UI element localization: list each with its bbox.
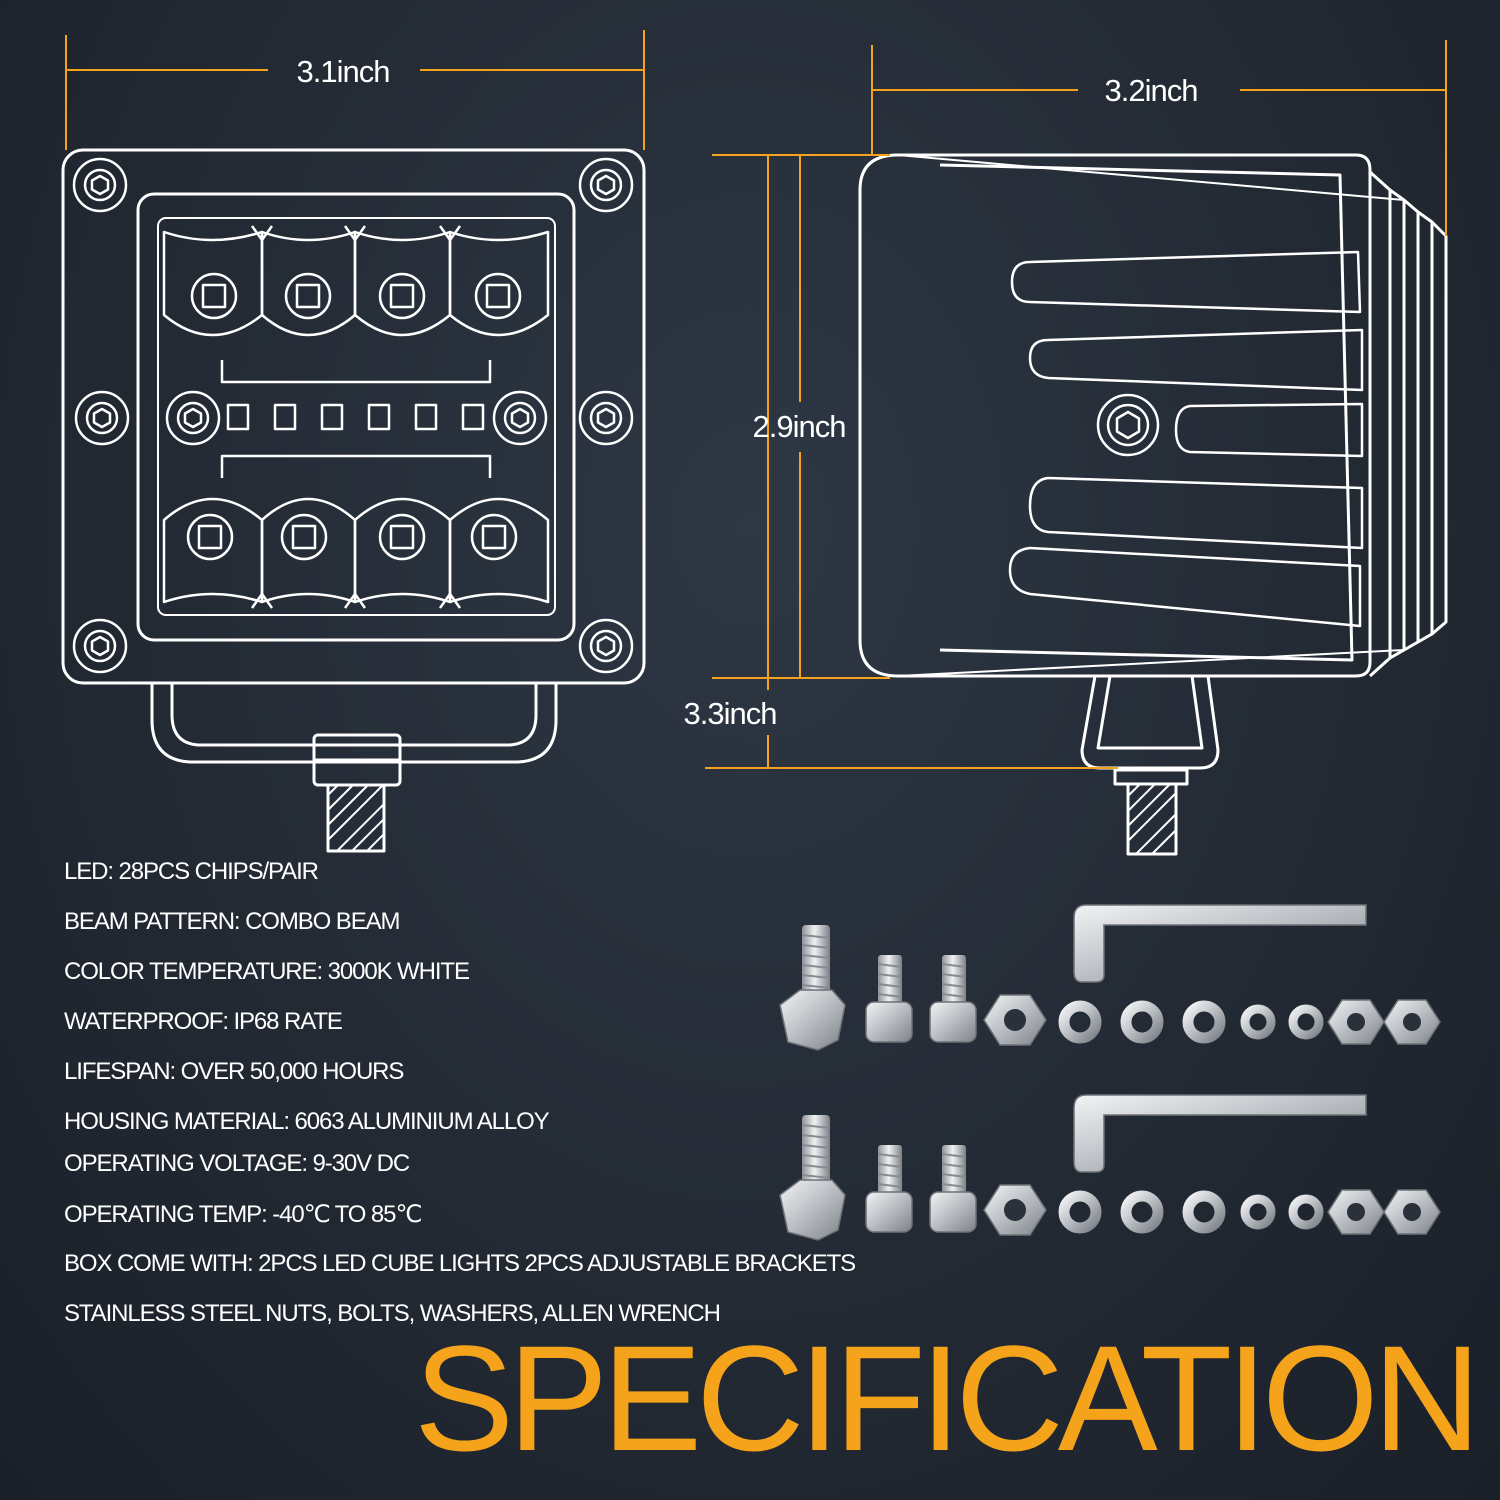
spec-line: WATERPROOF: IP68 RATE — [64, 1008, 343, 1035]
front-view-light — [61, 148, 646, 853]
spec-line: OPERATING TEMP: -40℃ TO 85℃ — [64, 1201, 422, 1228]
bottom-reflector-row — [162, 497, 550, 609]
hex-nut-icon — [983, 1184, 1047, 1236]
hex-bolt-icon — [779, 1115, 846, 1241]
side-view-light — [858, 153, 1448, 856]
dimension-label-front-width: 3.1inch — [297, 54, 390, 89]
lock-washer-icons — [1240, 1194, 1324, 1230]
hardware-set-1 — [779, 904, 1441, 1051]
socket-screw-icon — [865, 1145, 913, 1233]
center-led-strip — [220, 360, 492, 478]
corner-bolt-icons — [72, 157, 634, 674]
socket-screw-icon — [929, 1145, 977, 1233]
spec-line: HOUSING MATERIAL: 6063 ALUMINIUM ALLOY — [64, 1108, 550, 1135]
dimension-label-overall-height: 3.3inch — [684, 696, 777, 731]
heat-sink-slots — [1008, 250, 1364, 628]
top-reflector-row — [162, 225, 550, 337]
dimension-label-side-depth: 3.2inch — [1105, 73, 1198, 108]
side-hex-bolt-icon — [1096, 393, 1160, 457]
allen-wrench-icon — [1073, 1094, 1367, 1173]
spec-line: LIFESPAN: OVER 50,000 HOURS — [64, 1058, 404, 1085]
socket-screw-icon — [929, 955, 977, 1043]
hex-bolt-icon — [779, 925, 846, 1051]
lock-nut-icons — [1327, 1189, 1441, 1235]
top-led-chips — [190, 272, 522, 320]
lock-nut-icons — [1327, 999, 1441, 1045]
allen-wrench-icon — [1073, 904, 1367, 983]
side-mount-bracket — [1080, 675, 1220, 856]
flat-washer-icons — [1058, 1190, 1226, 1234]
spec-line: COLOR TEMPERATURE: 3000K WHITE — [64, 958, 470, 985]
spec-line: BOX COME WITH: 2PCS LED CUBE LIGHTS 2PCS… — [64, 1250, 856, 1277]
spec-line: STAINLESS STEEL NUTS, BOLTS, WASHERS, AL… — [64, 1300, 721, 1327]
spec-line: LED: 28PCS CHIPS/PAIR — [64, 858, 319, 885]
flat-washer-icons — [1058, 1000, 1226, 1044]
lock-washer-icons — [1240, 1004, 1324, 1040]
front-mount-bracket — [150, 683, 558, 853]
hex-nut-icon — [983, 994, 1047, 1046]
spec-line: OPERATING VOLTAGE: 9-30V DC — [64, 1150, 410, 1177]
specification-headline: SPECIFICATION — [414, 1314, 1481, 1482]
dimension-lines — [65, 30, 1447, 769]
dimension-label-height: 2.9inch — [753, 409, 846, 444]
hardware-set-2 — [779, 1094, 1441, 1241]
socket-screw-icon — [865, 955, 913, 1043]
bottom-led-chips — [186, 513, 518, 561]
spec-line: BEAM PATTERN: COMBO BEAM — [64, 908, 401, 935]
